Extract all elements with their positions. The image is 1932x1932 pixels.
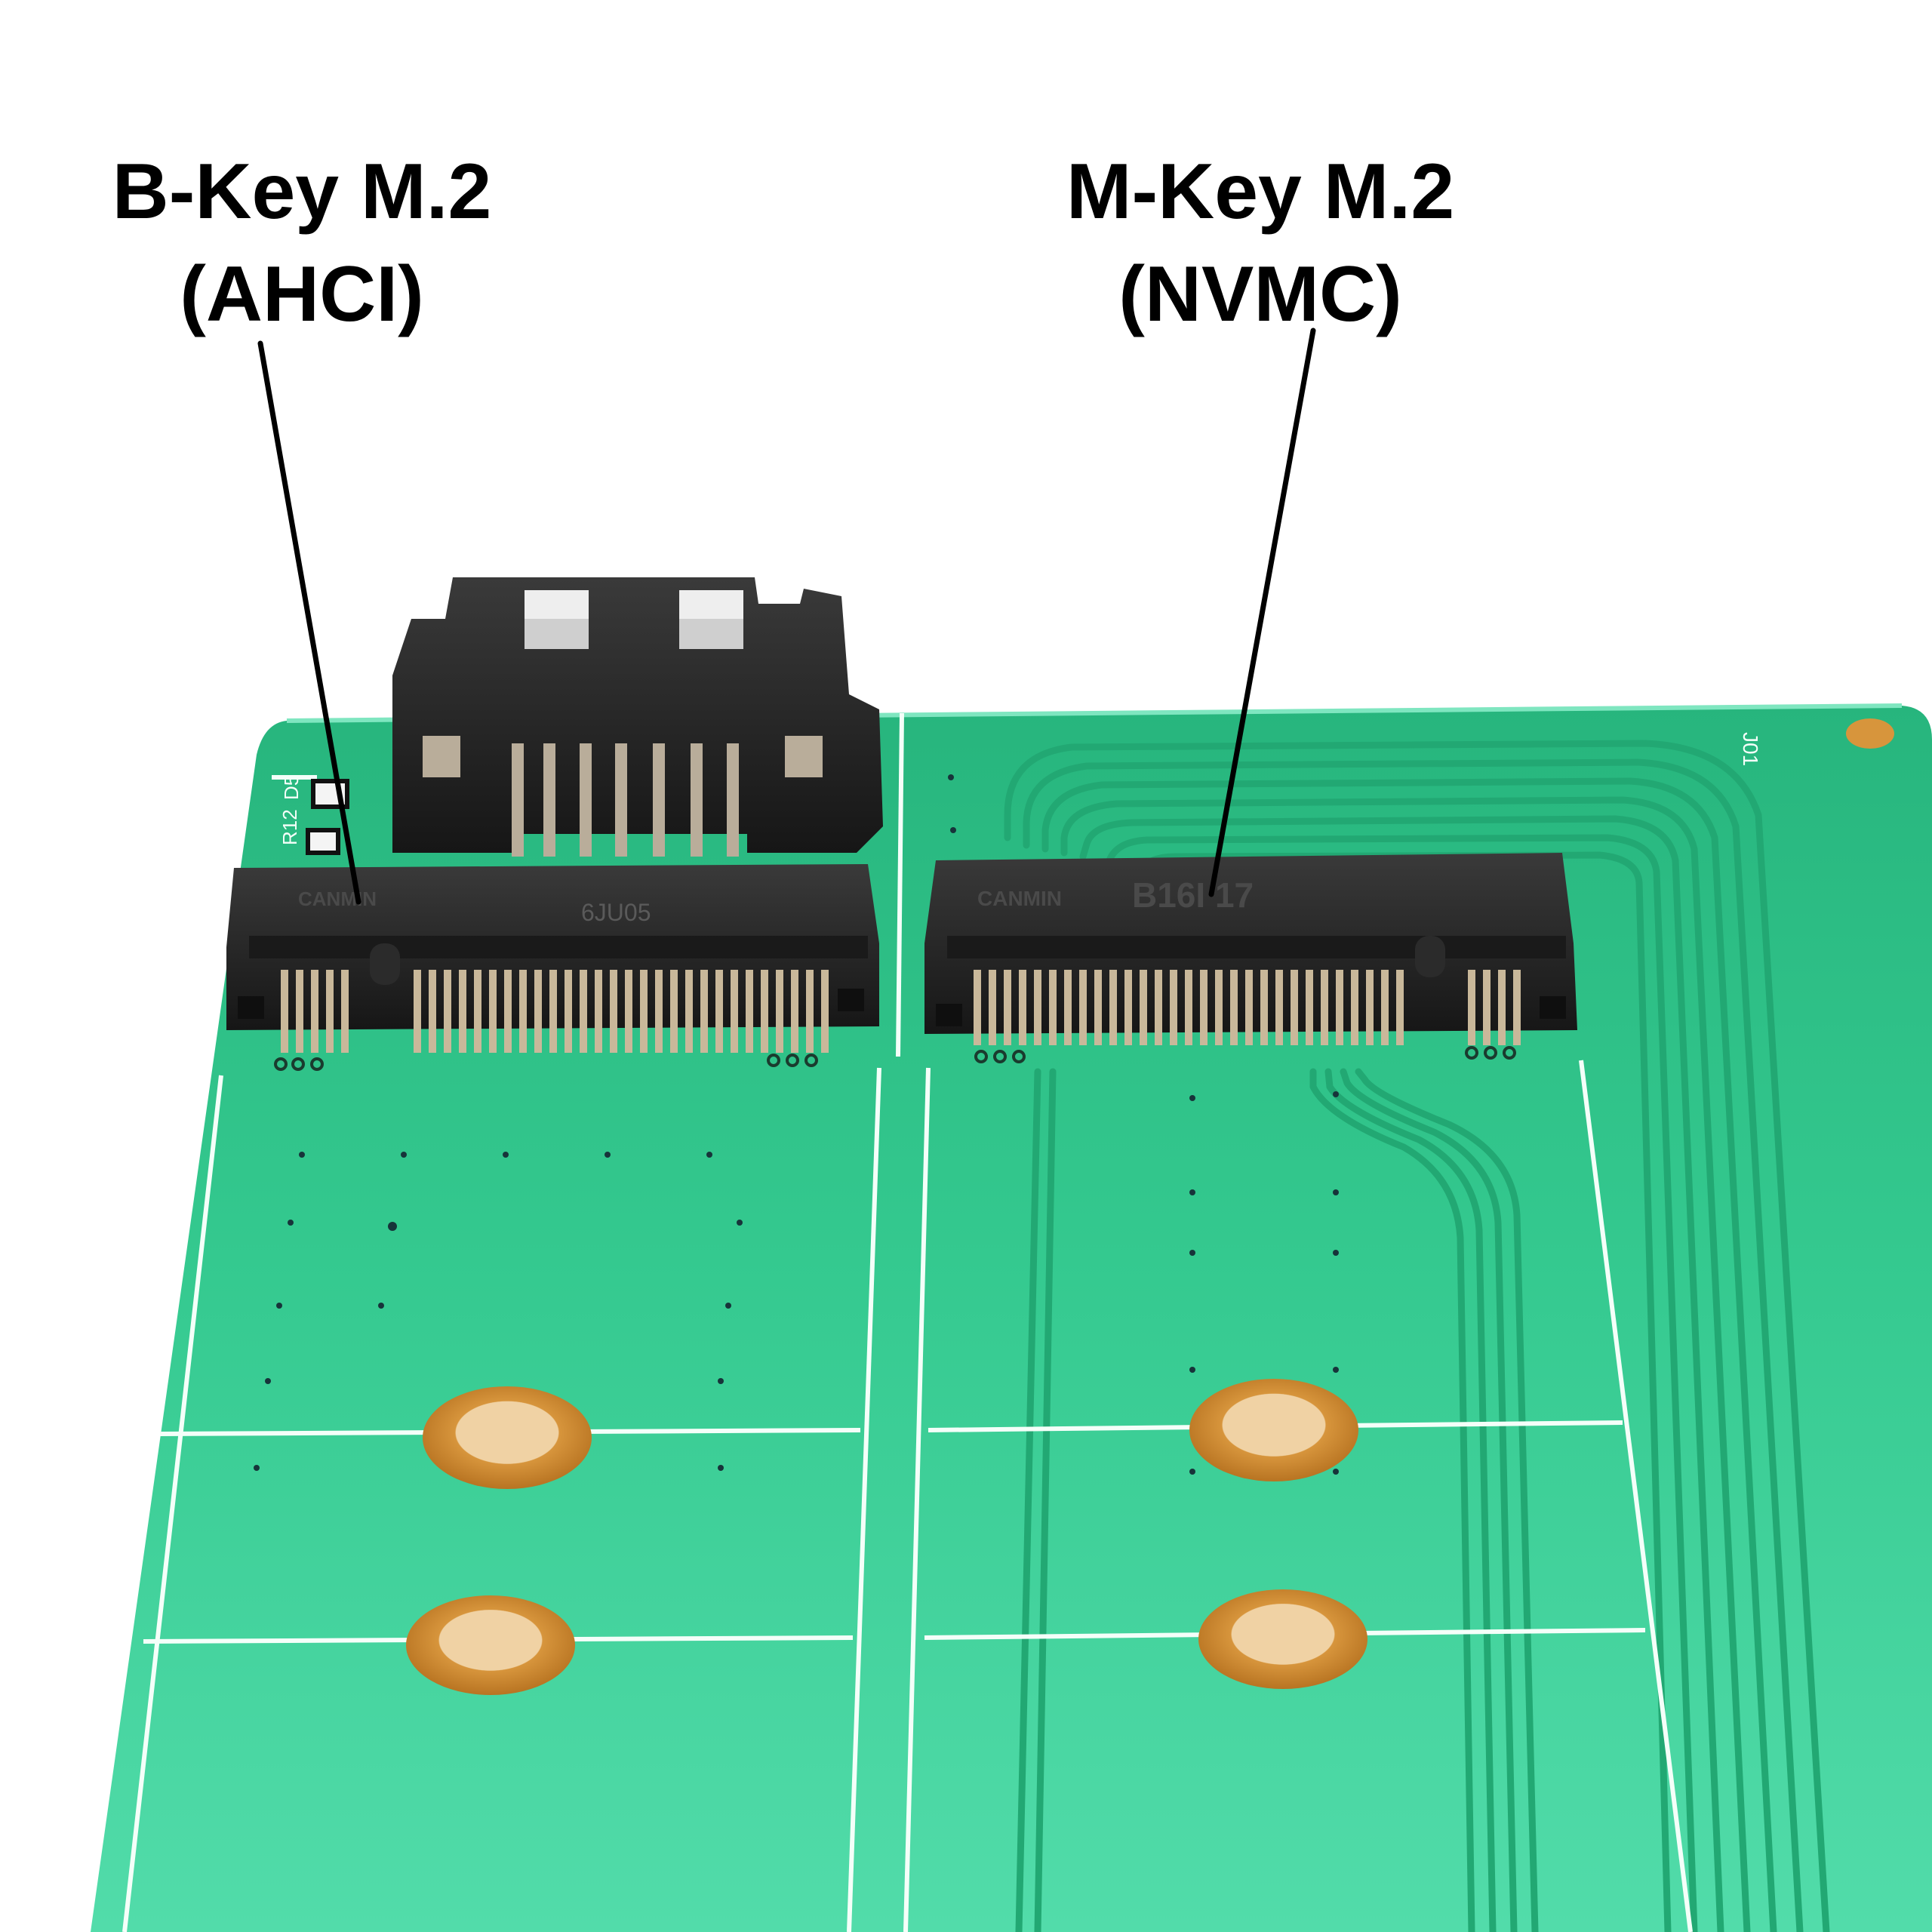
mounting-holes [406,718,1894,1695]
callout-line-left [257,340,361,905]
pcb-traces [1004,740,1830,1932]
b-key-pins [281,970,829,1053]
callout-line-right [1208,328,1316,897]
callout-label-b-key: B-Key M.2 (AHCI) [75,140,528,346]
led-ref-label: D5 [280,775,303,800]
m-key-m2-connector: CANMIN B16I 17 [924,853,1577,1045]
callout-right-line1: M-Key M.2 [1066,148,1455,235]
mount-hole-corner [1846,718,1894,749]
mount-hole-left-2 [406,1595,575,1695]
right-connector-code: B16I 17 [1132,875,1254,915]
mount-hole-left-1 [423,1386,592,1489]
b-key-m2-connector: CANMIN 6JU05 [226,864,879,1053]
smd-components: D5 R12 J01 [278,732,1762,855]
right-connector-brand: CANMIN [977,887,1062,910]
callout-left-line1: B-Key M.2 [112,148,492,235]
callout-label-m-key: M-Key M.2 (NVMC) [1034,140,1487,346]
callout-left-line2: (AHCI) [180,251,424,338]
left-connector-code: 6JU05 [581,899,651,926]
sata-pins [512,743,739,857]
sata-connector [392,577,883,857]
via-dots [254,774,1339,1475]
left-connector-brand: CANMIN [298,888,377,910]
mount-hole-right-1 [1189,1379,1358,1481]
mount-hole-right-2 [1198,1589,1367,1689]
resistor-ref-label: R12 [278,809,301,845]
solder-pads [274,1046,1516,1071]
resistor-r12 [306,828,340,855]
m-key-pins [974,970,1521,1045]
callout-right-line2: (NVMC) [1118,251,1402,338]
board-ref-label: J01 [1739,732,1762,766]
